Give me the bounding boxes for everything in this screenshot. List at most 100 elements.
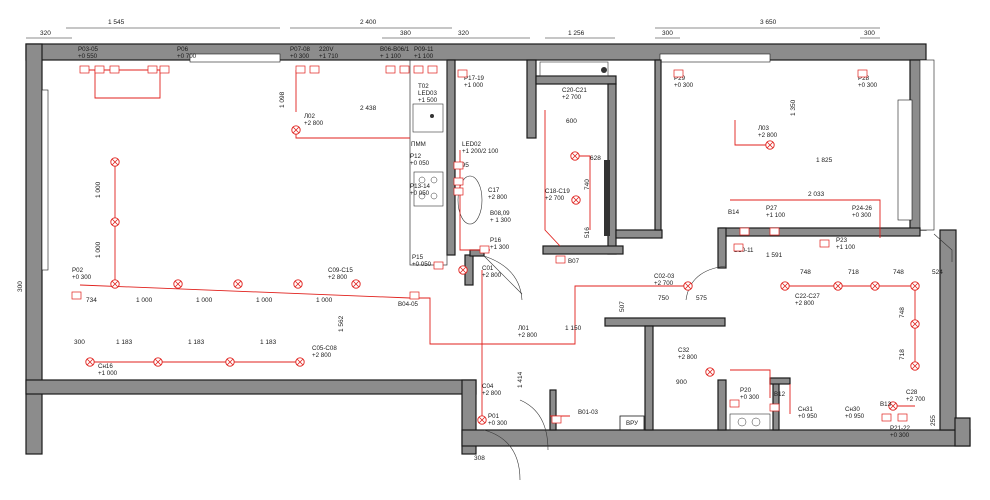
device-label: C18-C19 bbox=[545, 188, 570, 195]
dim-label: 1 150 bbox=[565, 325, 582, 332]
socket-icon bbox=[94, 65, 105, 74]
socket-icon bbox=[427, 65, 438, 74]
device-label: LED02 bbox=[462, 141, 481, 148]
device-label: 220V bbox=[319, 46, 334, 53]
dim-label: 507 bbox=[619, 301, 626, 312]
device-label: P17-19 bbox=[464, 75, 485, 82]
dim-label: 1 591 bbox=[766, 252, 783, 259]
ceiling-lamp-icon bbox=[888, 401, 898, 411]
ceiling-lamp-icon bbox=[225, 357, 235, 367]
ceiling-lamp-icon bbox=[683, 281, 693, 291]
dim-label: 1 000 bbox=[95, 241, 102, 258]
dim-label: 1 825 bbox=[816, 157, 833, 164]
socket-icon bbox=[857, 69, 868, 78]
ceiling-lamp-icon bbox=[705, 367, 715, 377]
device-label: P09-11 bbox=[414, 46, 434, 53]
socket-icon bbox=[79, 65, 90, 74]
device-height-label: +0 050 bbox=[410, 190, 430, 197]
device-label: P02 bbox=[72, 267, 84, 274]
socket-icon bbox=[453, 187, 464, 196]
dim-label: 575 bbox=[696, 295, 707, 302]
device-label: P29 bbox=[674, 75, 686, 82]
device-height-label: +2 800 bbox=[304, 120, 324, 127]
device-height-label: +2 800 bbox=[678, 354, 698, 361]
ceiling-lamp-icon bbox=[765, 140, 775, 150]
dim-label: 748 bbox=[899, 307, 906, 318]
device-label: Л01 bbox=[518, 325, 530, 332]
socket-icon bbox=[453, 161, 464, 170]
socket-icon bbox=[897, 413, 908, 422]
device-height-label: +0 300 bbox=[740, 394, 760, 401]
socket-icon bbox=[147, 65, 158, 74]
device-label: Сн30 bbox=[845, 406, 860, 413]
kitchen-units bbox=[409, 59, 771, 431]
socket-icon bbox=[309, 65, 320, 74]
socket-icon bbox=[159, 65, 170, 74]
socket-icon bbox=[385, 65, 396, 74]
device-height-label: +0 700 bbox=[177, 53, 197, 60]
device-height-label: + 1 100 bbox=[380, 53, 401, 60]
dim-label: 308 bbox=[474, 455, 485, 462]
dim-label: 320 bbox=[40, 30, 51, 37]
device-label: B07 bbox=[568, 258, 580, 265]
device-height-label: +0 950 bbox=[798, 413, 818, 420]
socket-icon bbox=[295, 65, 306, 74]
device-label: C04 bbox=[482, 383, 494, 390]
device-height-label: +0 300 bbox=[858, 82, 878, 89]
ceiling-lamp-icon bbox=[477, 415, 487, 425]
ceiling-lamp-icon bbox=[233, 279, 243, 289]
device-height-label: +2 800 bbox=[758, 132, 778, 139]
windows bbox=[41, 53, 935, 271]
device-height-label: +2 800 bbox=[488, 194, 508, 201]
ceiling-lamp-icon bbox=[833, 281, 843, 291]
device-label: C32 bbox=[678, 347, 690, 354]
device-label: B01-03 bbox=[578, 409, 599, 416]
socket-icon bbox=[673, 69, 684, 78]
device-label: C22-C27 bbox=[795, 293, 820, 300]
device-height-label: +2 800 bbox=[518, 332, 538, 339]
device-height-label: +1 710 bbox=[319, 53, 339, 60]
device-height-label: + 1 300 bbox=[490, 217, 511, 224]
device-label: C01 bbox=[482, 265, 494, 272]
ceiling-lamp-icon bbox=[570, 151, 580, 161]
dim-label: 900 bbox=[676, 379, 687, 386]
device-height-label: +1 000 bbox=[98, 370, 118, 377]
dim-label: 516 bbox=[584, 227, 591, 238]
socket-icon bbox=[409, 291, 420, 300]
dim-label: 734 bbox=[86, 297, 97, 304]
dim-label: 1 000 bbox=[256, 297, 273, 304]
dim-label: 524 bbox=[932, 269, 943, 276]
ceiling-lamp-icon bbox=[910, 281, 920, 291]
device-label: C05-C08 bbox=[312, 345, 337, 352]
dim-label: 600 bbox=[566, 118, 577, 125]
ceiling-lamp-icon bbox=[110, 279, 120, 289]
device-label: P03-05 bbox=[78, 46, 99, 53]
device-height-label: +2 800 bbox=[312, 352, 332, 359]
ceiling-lamp-icon bbox=[910, 361, 920, 371]
device-label: T02 bbox=[418, 83, 429, 90]
device-height-label: +2 700 bbox=[562, 94, 582, 101]
device-label: P24-26 bbox=[852, 205, 873, 212]
dim-label: 748 bbox=[893, 269, 904, 276]
dim-label: 1 000 bbox=[196, 297, 213, 304]
dim-label: 1 000 bbox=[95, 181, 102, 198]
device-label: LED03 bbox=[418, 90, 437, 97]
device-height-label: +2 700 bbox=[654, 280, 674, 287]
top-dimensions bbox=[26, 27, 880, 39]
ceiling-lamp-icon bbox=[173, 279, 183, 289]
dim-label: 1 000 bbox=[316, 297, 333, 304]
socket-icon bbox=[729, 399, 740, 408]
dim-label: 300 bbox=[864, 30, 875, 37]
device-height-label: +0 300 bbox=[674, 82, 694, 89]
dim-label: 1 183 bbox=[116, 339, 133, 346]
dim-label: 2 438 bbox=[360, 105, 377, 112]
socket-icon bbox=[733, 243, 744, 252]
device-label: B08,09 bbox=[490, 210, 510, 217]
device-height-label: +2 800 bbox=[482, 390, 502, 397]
device-height-label: +1 100 bbox=[836, 244, 856, 251]
ceiling-lamp-icon bbox=[85, 357, 95, 367]
device-label: B06-B06/1 bbox=[380, 46, 410, 53]
device-height-label: +2 700 bbox=[906, 396, 926, 403]
ceiling-lamp-icon bbox=[571, 195, 581, 205]
